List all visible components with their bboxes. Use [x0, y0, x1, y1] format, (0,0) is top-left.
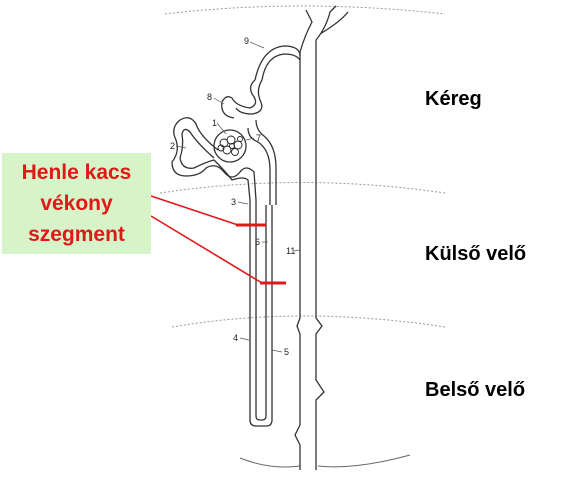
callout-line-3: szegment [28, 223, 125, 246]
distal-convoluted-tubule [221, 79, 263, 119]
proximal-convoluted-inner [179, 128, 251, 201]
proximal-convoluted-tubule [171, 117, 257, 201]
cortex-medulla-boundary [159, 182, 446, 194]
thin-segment-callout: Henle kacs vékony szegment [2, 153, 151, 254]
segment-number-7: 7 [256, 133, 261, 143]
thin-descending-limb [249, 205, 273, 427]
collecting-duct-top-branches [299, 5, 349, 53]
zone-label-cortex: Kéreg [425, 88, 482, 110]
zone-boundaries [159, 5, 446, 328]
collecting-duct-left-wall [294, 52, 301, 470]
segment-number-labels [175, 41, 301, 353]
segment-number-1: 1 [212, 118, 217, 128]
thin-ascending-limb [255, 205, 267, 421]
thick-ascending-limb [247, 119, 277, 205]
top-boundary-arc [164, 5, 446, 15]
proximal-straight-tubule [249, 200, 257, 224]
callout-line-1: Henle kacs [21, 161, 132, 184]
connecting-tubule [254, 45, 301, 81]
segment-number-5: 5 [284, 347, 289, 357]
papilla-outline [239, 454, 411, 468]
nephron-tubule [171, 5, 349, 470]
callout-pointer-lower [150, 215, 263, 284]
thin-segment-markers [150, 195, 286, 285]
segment-number-3: 3 [231, 197, 236, 207]
segment-number-2: 2 [170, 141, 175, 151]
segment-number-11: 11 [286, 246, 295, 256]
callout-pointer-upper [150, 195, 239, 226]
segment-number-9: 9 [244, 36, 249, 46]
segment-numbers: 9 8 1 2 7 3 6 4 5 11 [170, 36, 295, 357]
callout-line-2: vékony [40, 192, 113, 215]
zone-label-inner-medulla: Belső velő [425, 379, 526, 401]
glomerulus-capillaries [217, 135, 243, 156]
segment-number-8: 8 [207, 92, 212, 102]
segment-number-6: 6 [255, 237, 260, 247]
segment-number-4: 4 [233, 333, 238, 343]
zone-label-outer-medulla: Külső velő [425, 243, 527, 265]
collecting-duct-right-wall [315, 40, 325, 470]
outer-inner-medulla-boundary [171, 315, 446, 328]
